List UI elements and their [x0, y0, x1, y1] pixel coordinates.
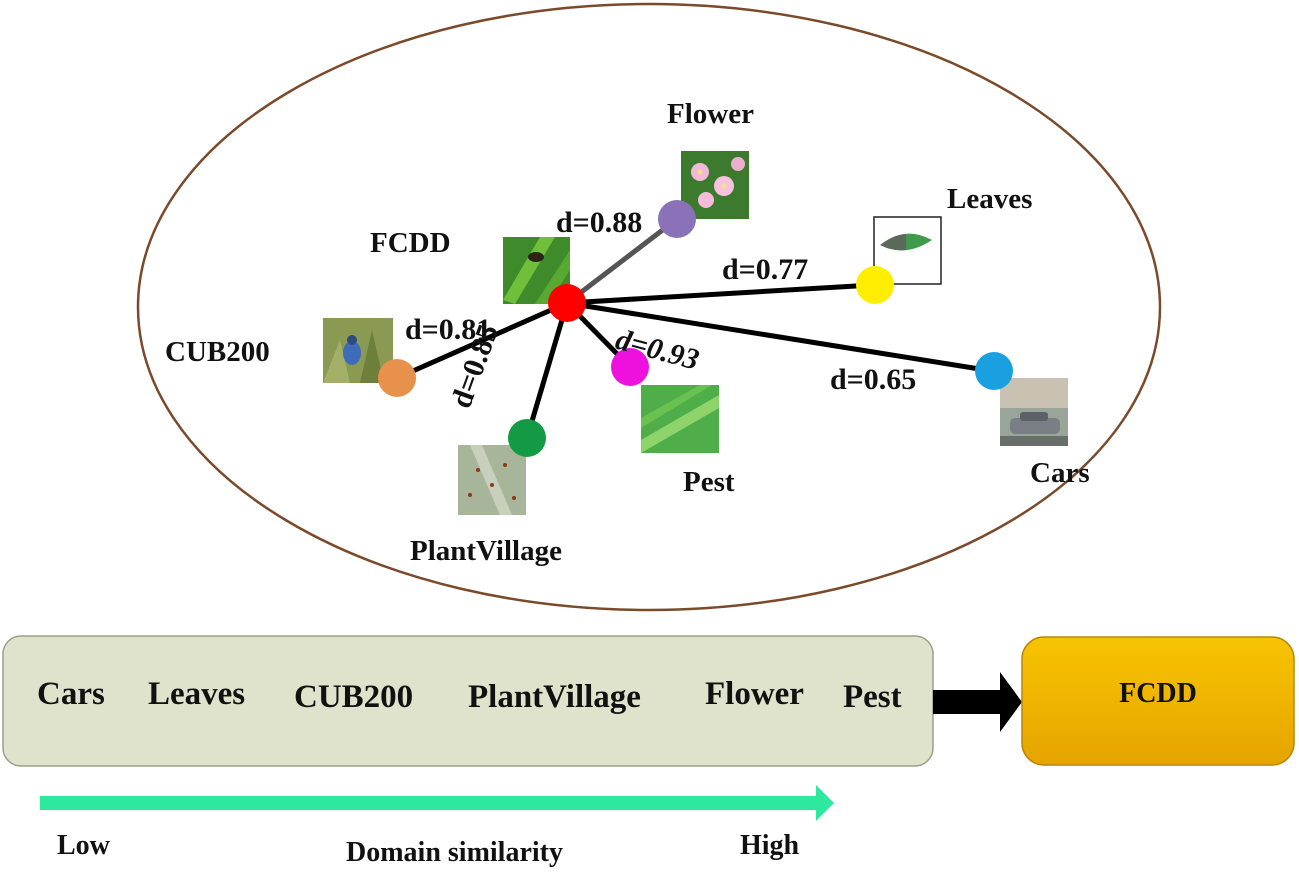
- label-leaves: Leaves: [947, 183, 1032, 215]
- plantvillage-thumbnail: [458, 445, 526, 515]
- edge-flower: [565, 217, 679, 305]
- similarity-axis-bar: [40, 796, 818, 810]
- ranking-item-cub200: CUB200: [294, 679, 413, 715]
- ranking-item-flower: Flower: [705, 676, 804, 712]
- ranking-panel: Cars Leaves CUB200 PlantVillage Flower P…: [2, 635, 934, 767]
- axis-high-label: High: [740, 830, 800, 861]
- label-plantvillage: PlantVillage: [410, 535, 562, 567]
- node-cars: [975, 352, 1013, 390]
- ranking-item-plantvillage: PlantVillage: [468, 679, 641, 715]
- thumbnails: [323, 151, 1068, 515]
- edge-cub200: [395, 300, 569, 381]
- label-cars: Cars: [1030, 457, 1090, 489]
- node-leaves: [856, 266, 894, 304]
- ranking-item-leaves: Leaves: [148, 676, 245, 712]
- node-fcdd-source: [548, 284, 586, 322]
- similarity-axis-arrowhead: [816, 785, 834, 821]
- target-panel: FCDD: [1021, 636, 1295, 766]
- cub200-thumbnail: [323, 318, 393, 383]
- distance-cub200: d=0.81: [405, 313, 491, 346]
- cars-thumbnail: [1000, 378, 1068, 446]
- flower-thumbnail: [681, 151, 749, 219]
- node-pest: [611, 348, 649, 386]
- label-flower: Flower: [667, 98, 754, 130]
- label-fcdd: FCDD: [370, 227, 451, 259]
- pest-thumbnail: [641, 385, 719, 453]
- distance-leaves: d=0.77: [722, 253, 808, 286]
- label-pest: Pest: [683, 466, 735, 498]
- ranking-item-cars: Cars: [37, 676, 105, 712]
- target-box: [1021, 636, 1295, 766]
- node-plantvillage: [508, 419, 546, 457]
- distance-flower: d=0.88: [556, 206, 642, 239]
- axis-low-label: Low: [57, 830, 111, 861]
- axis-title: Domain similarity: [346, 837, 563, 868]
- target-label: FCDD: [1119, 678, 1197, 709]
- edge-leaves: [566, 282, 874, 306]
- transfer-arrow: [933, 672, 1022, 732]
- distance-labels: d=0.88 d=0.77 d=0.81 d=0.85 d=0.93 d=0.6…: [405, 206, 916, 412]
- label-cub200: CUB200: [165, 336, 270, 368]
- edge-cars: [566, 300, 993, 374]
- edge-plantvillage: [524, 302, 570, 439]
- ranking-item-pest: Pest: [843, 679, 902, 715]
- domain-ellipse: [136, 2, 1162, 612]
- node-labels: FCDD Flower Leaves CUB200 PlantVillage P…: [165, 98, 1090, 567]
- edges: [395, 217, 993, 439]
- distance-cars: d=0.65: [830, 363, 916, 396]
- nodes: [378, 200, 1013, 457]
- node-flower: [658, 200, 696, 238]
- node-cub200: [378, 359, 416, 397]
- similarity-axis: Low Domain similarity High: [40, 785, 834, 868]
